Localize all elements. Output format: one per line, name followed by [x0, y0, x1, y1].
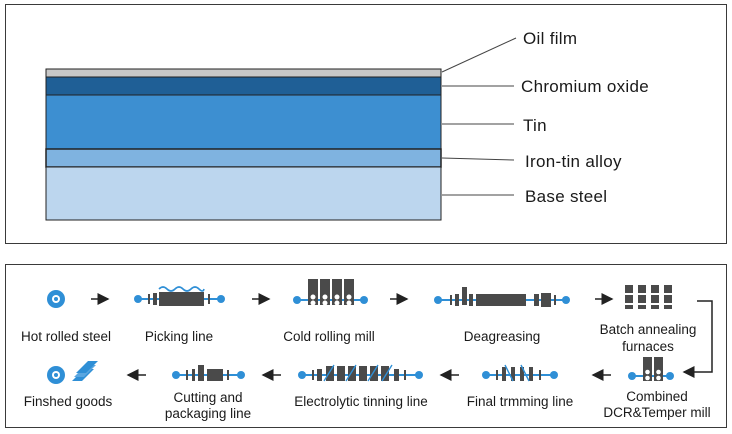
electrolytic-tinning-line-icon	[298, 364, 423, 382]
finished-goods-icon	[47, 361, 98, 384]
base-steel-layer	[45, 166, 442, 221]
hot-rolled-steel-label: Hot rolled steel	[21, 329, 111, 344]
cold-rolling-mill-icon	[293, 279, 368, 306]
final-trimming-line-icon	[482, 364, 558, 382]
finished-goods-label: Finshed goods	[24, 394, 113, 409]
iron-tin-alloy-label: Iron-tin alloy	[525, 152, 622, 171]
iron-tin-alloy-layer	[45, 148, 442, 168]
batch-annealing-furnace-icon	[625, 285, 672, 309]
process-flow-panel: Hot rolled steel Picking line Cold rolli…	[5, 264, 727, 428]
combined-dcr-label-line1: Combined	[626, 389, 688, 404]
iron-tin-alloy-leader	[441, 157, 515, 161]
chromium-oxide-label: Chromium oxide	[521, 77, 649, 96]
electrolytic-tinning-label: Electrolytic tinning line	[294, 394, 428, 409]
coil-icon	[47, 290, 65, 308]
degreasing-line-icon	[434, 287, 570, 307]
oil-film-layer	[45, 68, 442, 78]
deagreasing-label: Deagreasing	[464, 329, 541, 344]
layer-diagram-svg: Oil film Chromium oxide Tin Iron-tin all…	[45, 29, 649, 221]
combined-dcr-temper-mill-icon	[628, 357, 674, 381]
batch-annealing-label-line1: Batch annealing	[600, 322, 697, 337]
cutting-packaging-line-icon	[172, 365, 245, 381]
flow-arrow-elbow	[682, 300, 713, 378]
oil-film-label: Oil film	[523, 29, 577, 48]
cold-rolling-mill-label: Cold rolling mill	[283, 329, 375, 344]
picking-line-icon	[134, 286, 225, 306]
layer-diagram-panel: Oil film Chromium oxide Tin Iron-tin all…	[5, 4, 727, 244]
batch-annealing-label-line2: furnaces	[622, 339, 674, 354]
final-trimming-label: Final trmming line	[467, 394, 574, 409]
picking-line-label: Picking line	[145, 329, 213, 344]
tin-label: Tin	[523, 116, 547, 135]
cutting-packaging-label-line1: Cutting and	[173, 390, 242, 405]
cutting-packaging-label-line2: packaging line	[165, 406, 251, 421]
combined-dcr-label-line2: DCR&Temper mill	[603, 405, 710, 420]
chromium-oxide-layer	[45, 76, 442, 96]
oil-film-leader	[441, 37, 517, 73]
process-flow-svg: Hot rolled steel Picking line Cold rolli…	[21, 279, 713, 421]
tin-layer	[45, 94, 442, 150]
base-steel-label: Base steel	[525, 187, 607, 206]
